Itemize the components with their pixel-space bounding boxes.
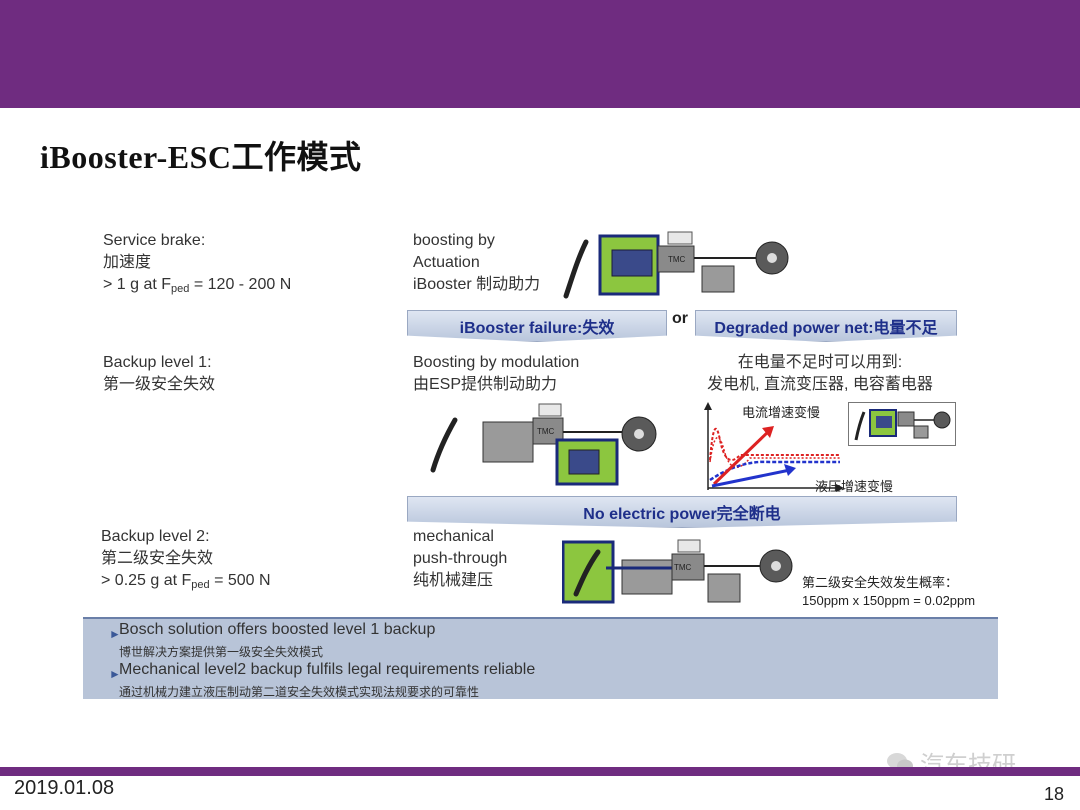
- response-curve-diagram: [700, 400, 850, 495]
- tmc-label: TMC: [537, 427, 555, 436]
- summary-box: ► Bosch solution offers boosted level 1 …: [83, 617, 998, 699]
- level2-label-line3: > 0.25 g at Fped = 500 N: [101, 572, 271, 591]
- reservoir-icon: [677, 539, 701, 553]
- red-arrow: [712, 428, 772, 486]
- degraded-power-text: 在电量不足时可以用到: 发电机, 直流变压器, 电容蓄电器: [695, 352, 945, 396]
- level2-mode-line1: mechanical: [413, 528, 494, 545]
- level2-mode-line2: push-through: [413, 550, 508, 567]
- level2-mode-label: mechanical push-through 纯机械建压: [413, 526, 507, 592]
- header-band: [0, 0, 1080, 108]
- level2-label: Backup level 2: 第二级安全失效 > 0.25 g at Fped…: [101, 526, 271, 596]
- page-title: iBooster-ESC工作模式: [40, 139, 362, 175]
- blue-arrow: [711, 468, 791, 488]
- level1-mode-label: Boosting by modulation 由ESP提供制动助力: [413, 352, 579, 396]
- level2-mode-line3: 纯机械建压: [413, 572, 494, 589]
- degraded-line2: 发电机, 直流变压器, 电容蓄电器: [707, 376, 933, 393]
- master-cylinder-icon: [671, 553, 705, 581]
- tmc-label: TMC: [674, 563, 692, 572]
- pedal-icon: [563, 239, 589, 299]
- curve-label-top: 电流增速变慢: [742, 405, 821, 420]
- curve-label-bottom: 液压增速变慢: [815, 479, 894, 494]
- service-mode-label: boosting by Actuation iBooster 制动助力: [413, 230, 540, 296]
- band-ibooster-failure: iBooster failure:失效: [407, 310, 667, 342]
- band-degraded-power: Degraded power net:电量不足: [695, 310, 957, 342]
- level1-diagram: TMC: [425, 400, 670, 490]
- level2-diagram: TMC: [562, 538, 807, 608]
- level1-label: Backup level 1: 第一级安全失效: [103, 352, 215, 396]
- service-mode-line2: Actuation: [413, 254, 480, 271]
- booster-icon: [621, 559, 673, 595]
- esp-unit-icon: [568, 449, 600, 475]
- small-system-diagram: [848, 402, 956, 446]
- level1-label-line2: 第一级安全失效: [103, 376, 216, 393]
- probability-line2: 150ppm x 150ppm = 0.02ppm: [802, 593, 976, 608]
- esp-unit-icon: [707, 573, 741, 603]
- bullet-arrow-icon: ►: [109, 667, 121, 681]
- master-cylinder-icon: [657, 245, 695, 273]
- summary-bullet-2-cn: 通过机械力建立液压制动第二道安全失效模式实现法规要求的可靠性: [119, 685, 480, 699]
- band-no-electric-power: No electric power完全断电: [407, 496, 957, 528]
- page-number: 18: [1044, 784, 1065, 804]
- degraded-line1: 在电量不足时可以用到:: [737, 354, 903, 371]
- footer-date: 2019.01.08: [14, 777, 115, 799]
- service-mode-line1: boosting by: [413, 232, 495, 249]
- level2-label-line1: Backup level 2:: [101, 528, 210, 545]
- level1-mode-line1: Boosting by modulation: [413, 354, 580, 371]
- esp-unit-icon: [701, 265, 735, 293]
- reservoir-icon: [667, 231, 693, 245]
- service-label-line3: > 1 g at Fped = 120 - 200 N: [103, 276, 292, 295]
- motor-icon: [611, 249, 653, 277]
- booster-icon: [482, 421, 534, 463]
- footer-band: [0, 767, 1080, 776]
- level1-mode-line2: 由ESP提供制动助力: [413, 376, 558, 393]
- red-dashed-curve: [709, 427, 840, 461]
- summary-bullet-1-cn: 博世解决方案提供第一级安全失效模式: [119, 645, 324, 659]
- blue-dashed-curve: [709, 460, 840, 482]
- level1-label-line1: Backup level 1:: [103, 354, 212, 371]
- bullet-arrow-icon: ►: [109, 627, 121, 641]
- reservoir-icon: [538, 403, 562, 417]
- service-brake-label: Service brake: 加速度 > 1 g at Fped = 120 -…: [103, 230, 291, 300]
- pedal-icon: [573, 549, 601, 597]
- probability-text: 第二级安全失效发生概率： 150ppm x 150ppm = 0.02ppm: [802, 574, 975, 610]
- or-label: or: [672, 310, 688, 327]
- pedal-icon: [430, 417, 458, 473]
- probability-line1: 第二级安全失效发生概率：: [802, 575, 959, 590]
- level2-label-line2: 第二级安全失效: [101, 550, 214, 567]
- summary-bullet-1: Bosch solution offers boosted level 1 ba…: [119, 621, 436, 638]
- service-mode-line3: iBooster 制动助力: [413, 276, 541, 293]
- service-brake-diagram: TMC: [560, 228, 805, 300]
- service-label-line2: 加速度: [103, 254, 152, 271]
- tmc-label: TMC: [668, 255, 686, 264]
- summary-bullet-2: Mechanical level2 backup fulfils legal r…: [119, 661, 536, 678]
- service-label-line1: Service brake:: [103, 232, 206, 249]
